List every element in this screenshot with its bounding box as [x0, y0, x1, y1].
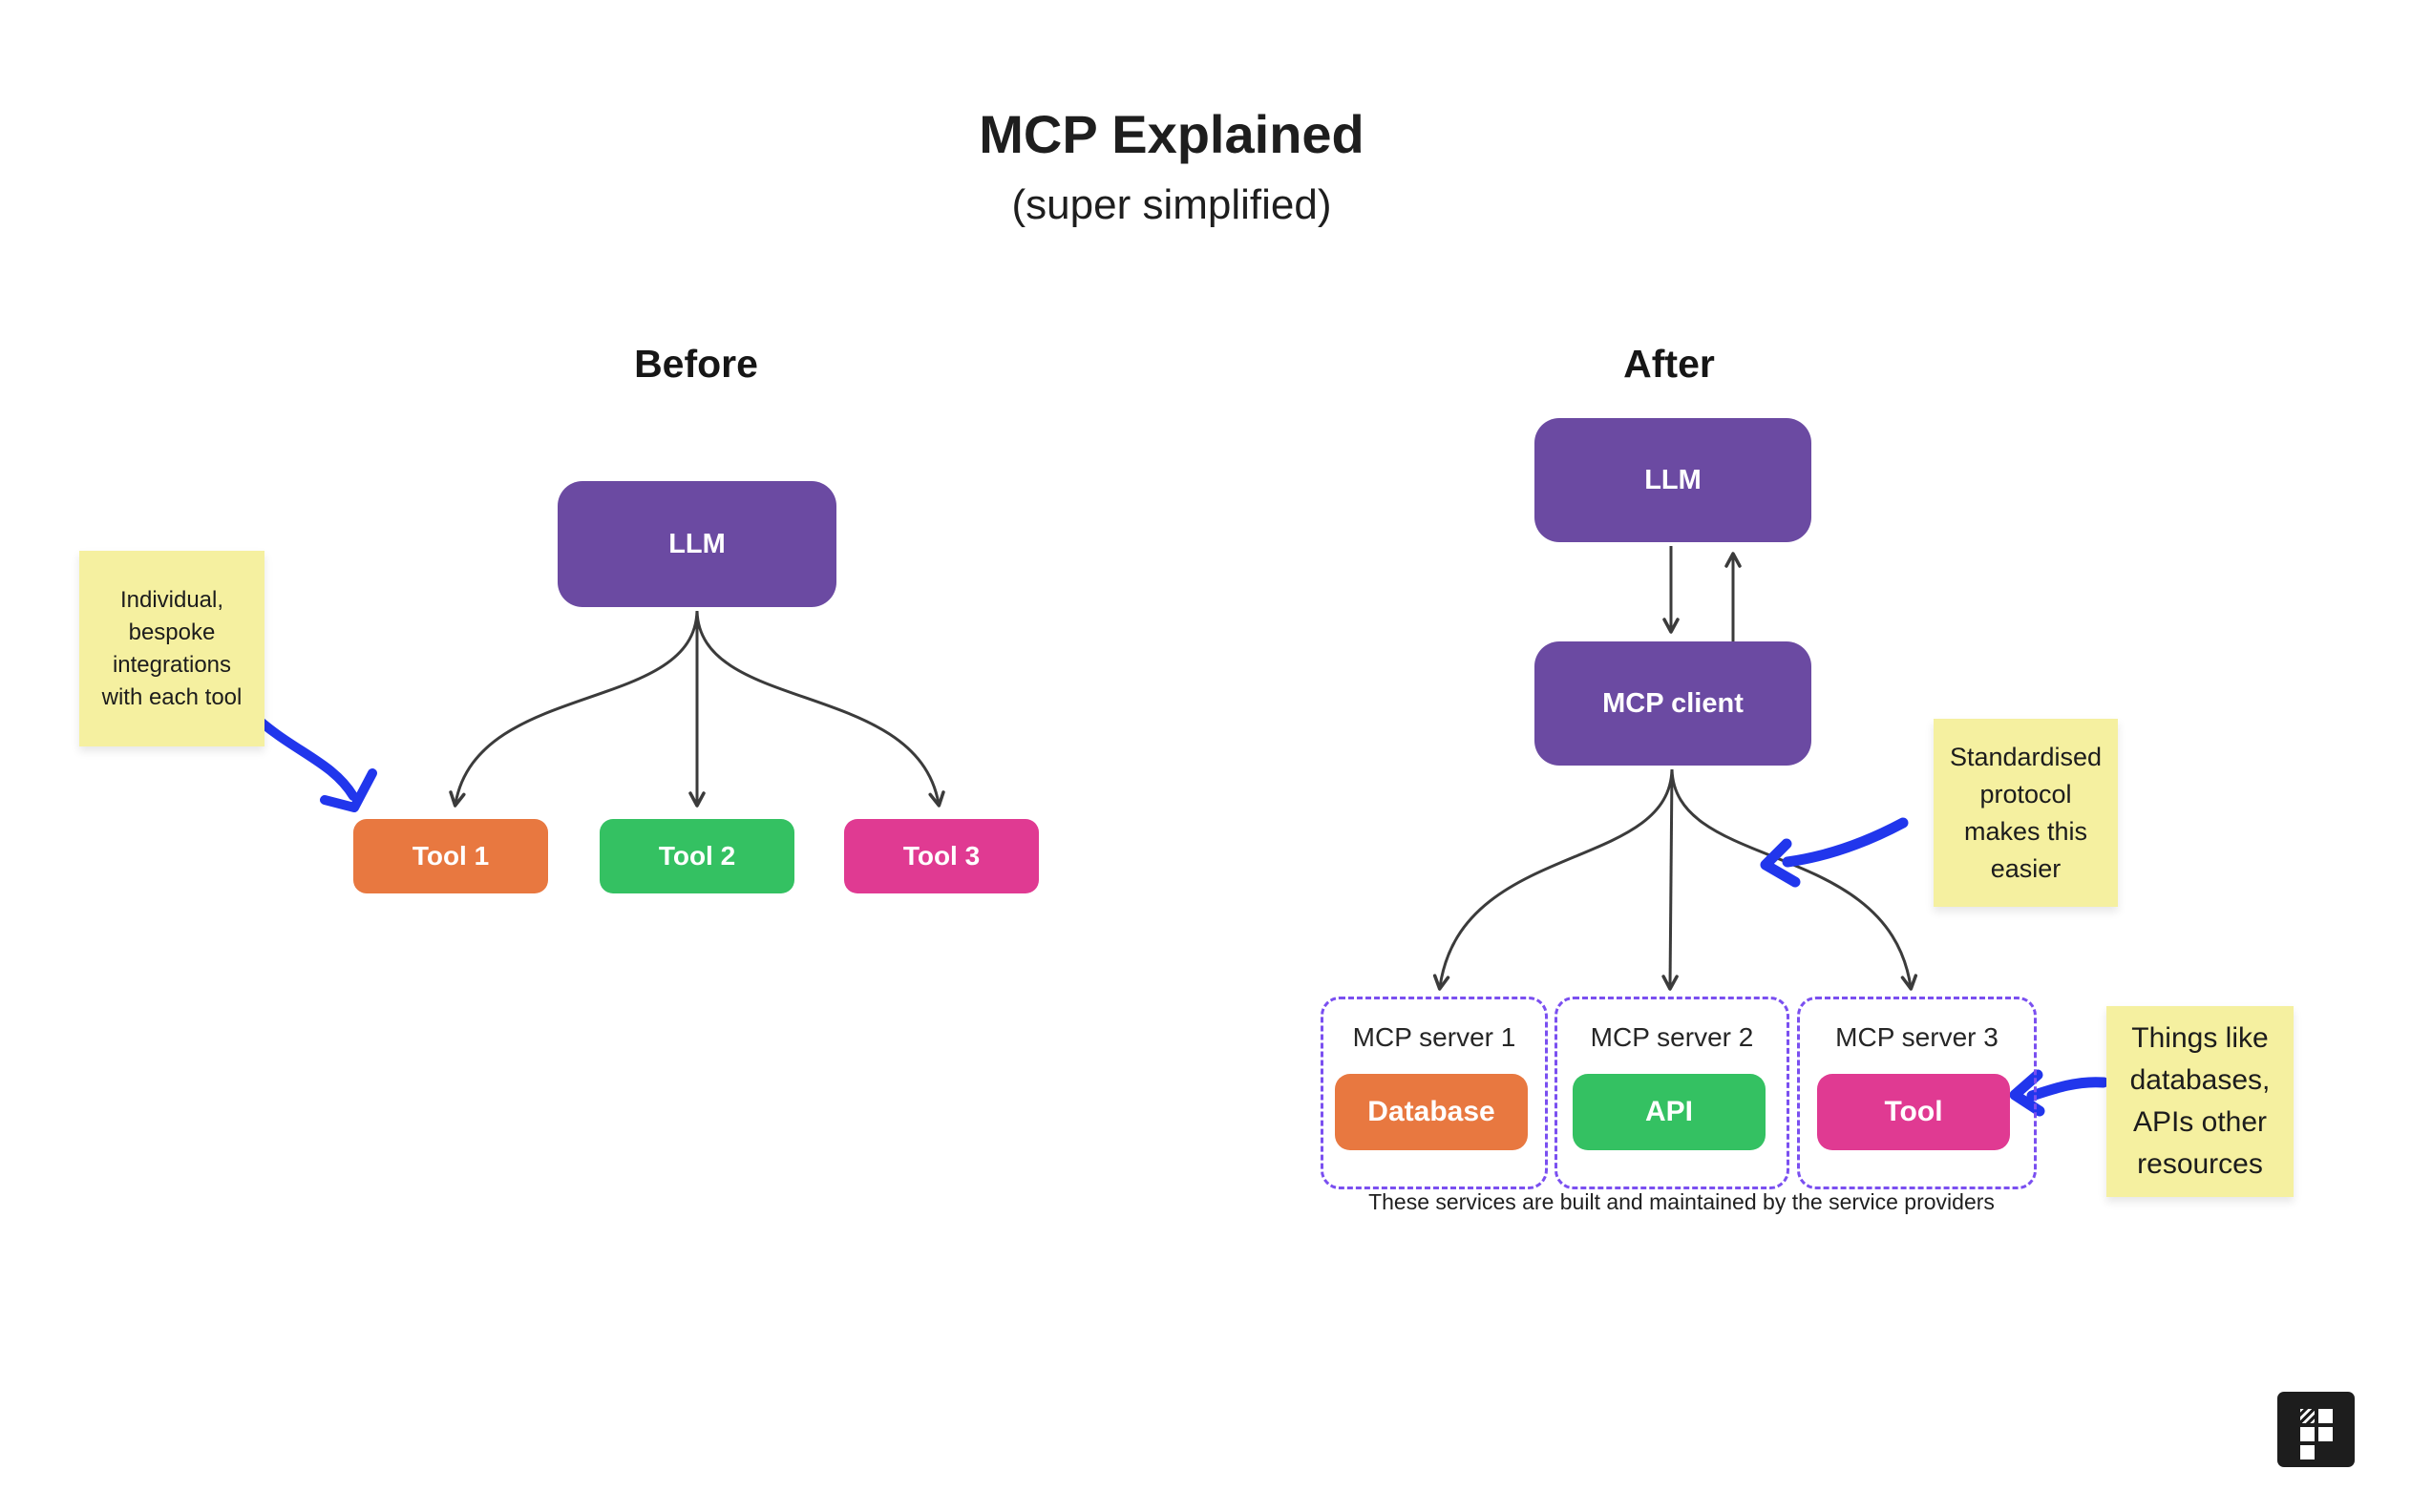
mcp-client-node[interactable]: MCP client — [1534, 641, 1811, 766]
sticky-note-integrations-text: Individual, bespoke integrations with ea… — [101, 586, 243, 710]
connector-client-server3 — [1670, 768, 1918, 991]
database-node[interactable]: Database — [1335, 1074, 1528, 1150]
sticky-note-integrations[interactable]: Individual, bespoke integrations with ea… — [79, 551, 264, 746]
tool-3-node[interactable]: Tool 3 — [844, 819, 1039, 893]
before-llm-label: LLM — [668, 528, 726, 559]
after-heading: After — [1623, 342, 1715, 386]
logo-square — [2318, 1409, 2333, 1423]
connector-client-server1 — [1432, 768, 1674, 991]
logo-square — [2300, 1427, 2315, 1441]
blue-arrow-integrations — [249, 711, 358, 801]
tool-resource-node[interactable]: Tool — [1817, 1074, 2010, 1150]
tool-2-label: Tool 2 — [658, 841, 736, 871]
blue-arrow-protocol — [1782, 817, 1909, 868]
connector-llm-tool1 — [449, 610, 699, 808]
sticky-note-resources-text: Things like databases, APIs other resour… — [2129, 1022, 2271, 1180]
mcp-server-1-title: MCP server 1 — [1352, 1022, 1516, 1052]
after-llm-label: LLM — [1644, 464, 1702, 495]
brand-logo-icon — [2277, 1392, 2355, 1467]
api-label: API — [1644, 1096, 1693, 1127]
mcp-server-3-group[interactable]: MCP server 3 — [1797, 997, 2037, 1189]
mcp-server-2-title: MCP server 2 — [1590, 1022, 1754, 1052]
database-label: Database — [1367, 1096, 1495, 1127]
mcp-client-label: MCP client — [1602, 687, 1744, 719]
tool-2-node[interactable]: Tool 2 — [600, 819, 794, 893]
mcp-server-1-group[interactable]: MCP server 1 — [1321, 997, 1548, 1189]
tool-resource-label: Tool — [1884, 1096, 1943, 1127]
mcp-server-3-title: MCP server 3 — [1835, 1022, 1999, 1052]
before-heading: Before — [634, 342, 758, 386]
blue-arrow-protocol-head — [1760, 838, 1801, 888]
page-subtitle: (super simplified) — [1011, 181, 1332, 228]
blue-arrow-resources — [2026, 1077, 2109, 1102]
services-caption: These services are built and maintained … — [1368, 1189, 1995, 1214]
logo-square-hatched — [2300, 1409, 2315, 1423]
tool-1-label: Tool 1 — [412, 841, 490, 871]
mcp-server-2-group[interactable]: MCP server 2 — [1554, 997, 1789, 1189]
logo-square — [2300, 1445, 2315, 1460]
logo-square — [2318, 1427, 2333, 1441]
tool-1-node[interactable]: Tool 1 — [353, 819, 548, 893]
connector-llm-tool3 — [695, 610, 945, 808]
after-llm-node[interactable]: LLM — [1534, 418, 1811, 542]
connector-client-server2 — [1661, 768, 1679, 991]
sticky-note-resources[interactable]: Things like databases, APIs other resour… — [2106, 1006, 2294, 1197]
before-llm-node[interactable]: LLM — [558, 481, 836, 607]
blue-arrow-integrations-head — [320, 768, 377, 812]
sticky-note-protocol[interactable]: Standardised protocol makes this easier — [1934, 719, 2118, 907]
page-title: MCP Explained — [979, 104, 1364, 164]
api-node[interactable]: API — [1573, 1074, 1766, 1150]
tool-3-label: Tool 3 — [902, 841, 981, 871]
sticky-note-protocol-text: Standardised protocol makes this easier — [1949, 742, 2103, 883]
